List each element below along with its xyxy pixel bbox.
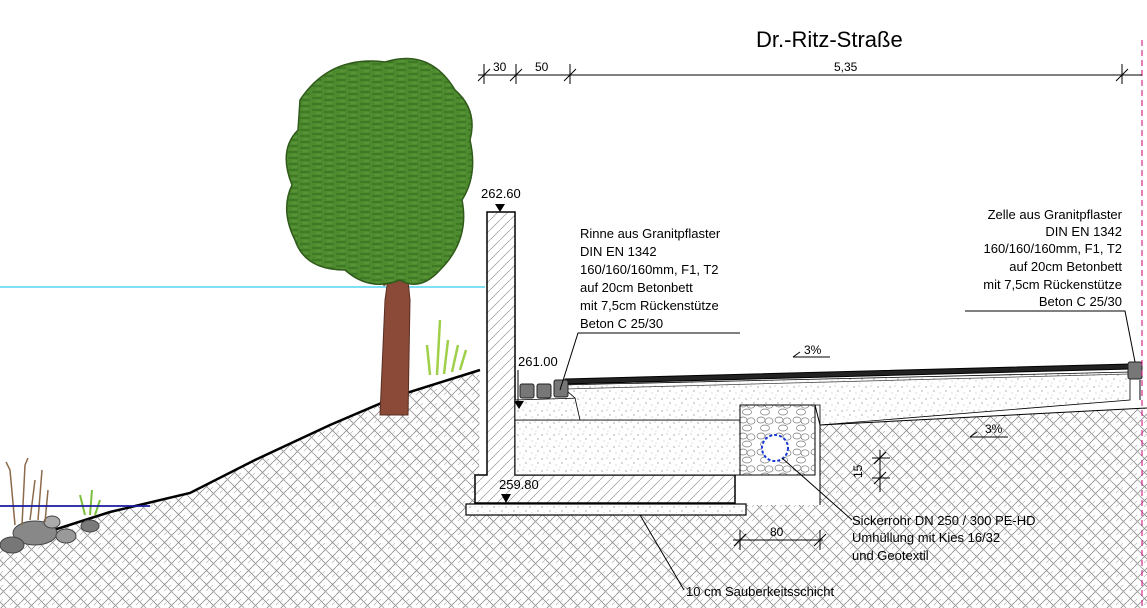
ground-soil-under — [465, 515, 745, 608]
note-edge-sett: Zelle aus Granitpflaster DIN EN 1342 160… — [965, 207, 1136, 363]
dimension-50: 50 — [535, 60, 549, 74]
svg-text:160/160/160mm, F1, T2: 160/160/160mm, F1, T2 — [580, 262, 719, 277]
base-course-left — [514, 397, 581, 421]
dimension-30: 30 — [493, 60, 507, 74]
dimension-535: 5,35 — [834, 60, 858, 74]
svg-text:auf 20cm Betonbett: auf 20cm Betonbett — [580, 280, 693, 295]
elevation-marker-bottom — [501, 494, 511, 503]
svg-text:mit 7,5cm Rückenstütze: mit 7,5cm Rückenstütze — [983, 277, 1122, 292]
svg-text:10 cm Sauberkeitsschicht: 10 cm Sauberkeitsschicht — [686, 584, 835, 599]
svg-text:DIN EN 1342: DIN EN 1342 — [1045, 224, 1122, 239]
note-blinding: 10 cm Sauberkeitsschicht — [639, 514, 835, 599]
ground-soil — [0, 370, 480, 608]
dimension-80: 80 — [770, 525, 784, 539]
note-drain-pipe: Sickerrohr DN 250 / 300 PE-HD Umhüllung … — [781, 457, 1036, 563]
elevation-marker-top — [495, 204, 505, 212]
elevation-marker-road — [514, 401, 524, 409]
svg-text:DIN EN 1342: DIN EN 1342 — [580, 244, 657, 259]
dimension-15: 15 — [851, 464, 865, 478]
dimension-line-top — [477, 64, 1142, 84]
grass-left — [79, 489, 101, 516]
slope-road: 3% — [804, 343, 822, 357]
trench-dimension-15 — [872, 450, 890, 492]
river-stones — [0, 515, 100, 554]
frost-layer — [514, 419, 741, 476]
drain-pipe — [761, 434, 789, 462]
note-gutter: Rinne aus Granitpflaster DIN EN 1342 160… — [559, 226, 740, 391]
svg-text:auf 20cm Betonbett: auf 20cm Betonbett — [1009, 259, 1122, 274]
elevation-road-edge: 261.00 — [518, 354, 558, 369]
svg-text:mit 7,5cm Rückenstütze: mit 7,5cm Rückenstütze — [580, 298, 719, 313]
subgrade-line — [819, 407, 1147, 426]
svg-text:Sickerrohr DN 250 / 300 PE-HD: Sickerrohr DN 250 / 300 PE-HD — [852, 513, 1036, 528]
elevation-footing-bottom: 259.80 — [499, 477, 539, 492]
svg-text:Beton C 25/30: Beton C 25/30 — [580, 316, 663, 331]
trench-dimension-80 — [733, 530, 827, 550]
svg-text:Umhüllung mit Kies 16/32: Umhüllung mit Kies 16/32 — [852, 530, 1000, 545]
svg-text:160/160/160mm, F1, T2: 160/160/160mm, F1, T2 — [983, 241, 1122, 256]
tree-icon — [285, 57, 474, 416]
elevation-wall-top: 262.60 — [481, 186, 521, 201]
gutter-setts — [519, 379, 569, 399]
svg-text:Beton C 25/30: Beton C 25/30 — [1039, 294, 1122, 309]
slope-subgrade: 3% — [985, 422, 1003, 436]
edge-sett — [1127, 361, 1143, 380]
retaining-wall — [474, 211, 736, 504]
svg-text:Rinne aus Granitpflaster: Rinne aus Granitpflaster — [580, 226, 721, 241]
drawing-title: Dr.-Ritz-Straße — [756, 27, 903, 52]
reeds-left — [5, 457, 49, 526]
grass-wall — [425, 319, 468, 376]
ground-soil-right — [740, 408, 1147, 608]
svg-text:Zelle aus Granitpflaster: Zelle aus Granitpflaster — [988, 207, 1123, 222]
svg-text:und Geotextil: und Geotextil — [852, 548, 929, 563]
